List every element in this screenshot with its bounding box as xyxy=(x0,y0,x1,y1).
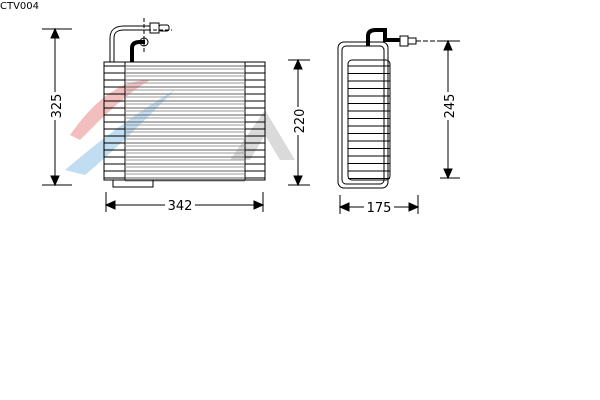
evaporator-side-view xyxy=(337,28,450,189)
dim-label-height-front: 325 xyxy=(50,94,65,119)
dim-label-width-front: 342 xyxy=(168,199,193,214)
dim-label-height-side: 245 xyxy=(443,94,458,119)
part-code-label: CTV004 xyxy=(0,1,40,12)
dim-label-core-height: 220 xyxy=(293,109,308,134)
evaporator-front-view xyxy=(103,18,266,188)
dim-label-depth-side: 175 xyxy=(367,201,392,216)
